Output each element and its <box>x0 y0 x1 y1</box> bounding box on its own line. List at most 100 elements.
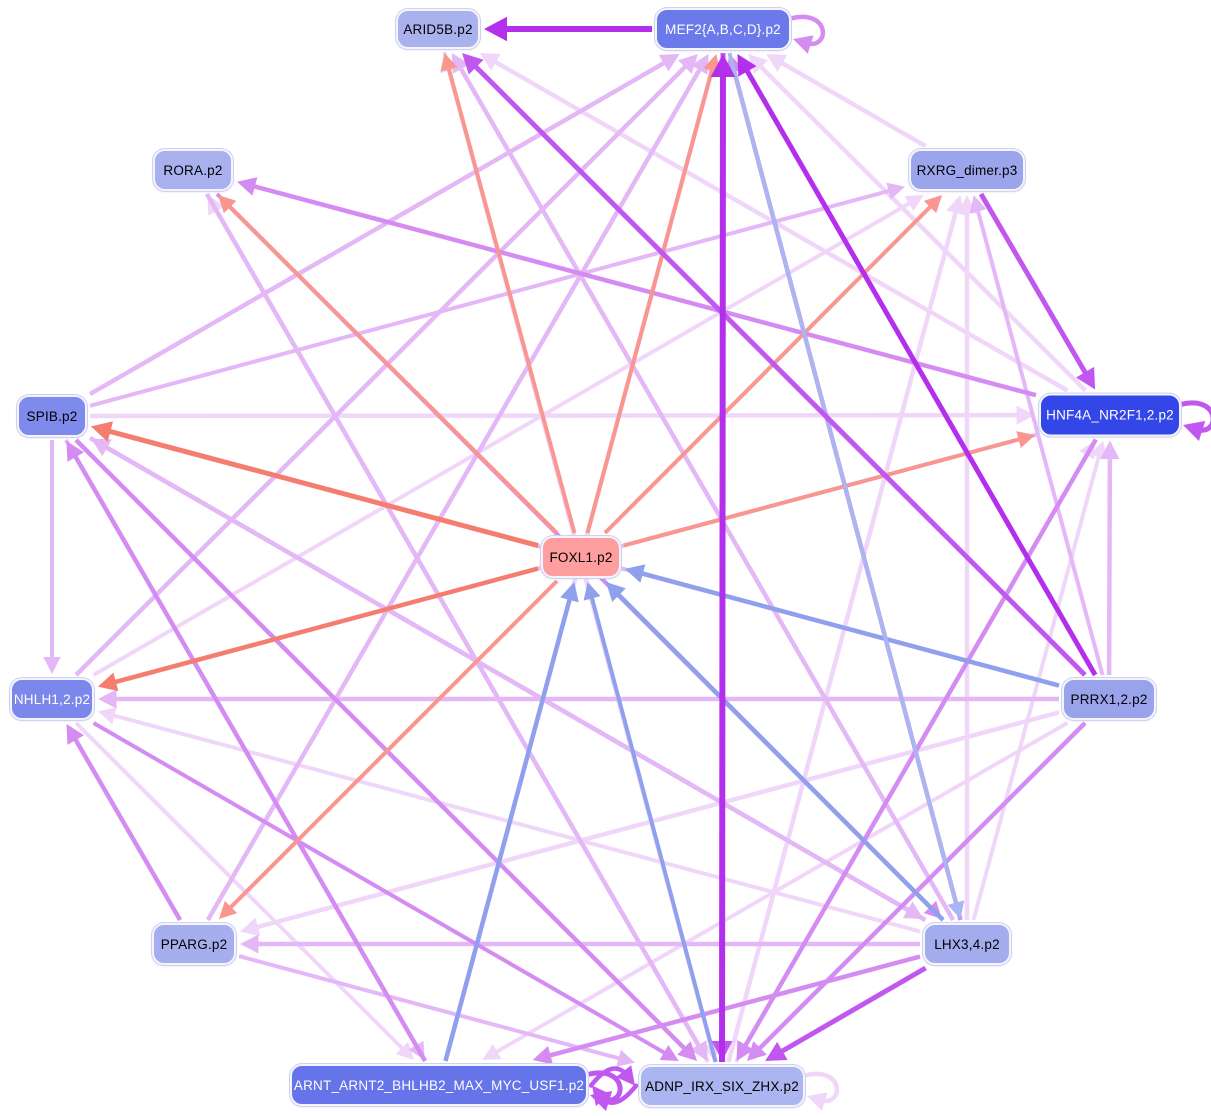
edge-arrowhead <box>66 441 85 462</box>
edge-HNF4A-RORA <box>248 182 1037 398</box>
edge-HNF4A-ADNP <box>740 438 1098 1051</box>
edge-PPARG-ADNP <box>238 954 625 1062</box>
edge-PRRX-ARNT <box>491 721 1069 1056</box>
node-FOXL1[interactable]: FOXL1.p2 <box>541 536 621 578</box>
edge-arrowhead <box>532 1045 553 1065</box>
edge-arrowhead <box>886 182 905 200</box>
edge-arrowhead <box>218 195 237 214</box>
edge-arrowhead <box>1075 366 1096 390</box>
edge-ADNP-RXRG <box>726 206 960 1063</box>
self-loop-MEF2 <box>786 14 826 47</box>
edge-SPIB-LHX3 <box>88 435 914 915</box>
edge-arrowhead <box>766 54 788 72</box>
node-LHX3[interactable]: LHX3,4.p2 <box>923 923 1011 965</box>
edge-arrowhead <box>678 54 698 74</box>
node-label: ADNP_IRX_SIX_ZHX.p2 <box>645 1078 799 1094</box>
self-loop-ARNT <box>583 1070 623 1103</box>
edge-LHX3-HNF4A <box>971 451 1102 921</box>
edge-LHX3-ARID5B <box>456 63 956 922</box>
edge-arrowhead <box>560 582 579 603</box>
node-SPIB[interactable]: SPIB.p2 <box>17 395 87 437</box>
node-ARNT[interactable]: ARNT_ARNT2_BHLHB2_MAX_MYC_USF1.p2 <box>290 1064 588 1106</box>
edge-RXRG-HNF4A <box>978 192 1091 379</box>
node-label: LHX3,4.p2 <box>934 936 1000 952</box>
node-PRRX[interactable]: PRRX1,2.p2 <box>1062 678 1156 720</box>
edge-LHX3-ADNP <box>775 965 927 1057</box>
edge-FOXL1-ARID5B <box>445 63 577 534</box>
edge-FOXL1-SPIB <box>103 427 539 548</box>
edge-HNF4A-MEF2 <box>755 61 1088 393</box>
node-label: NHLH1,2.p2 <box>13 691 91 707</box>
edge-arrowhead <box>659 1044 679 1061</box>
node-RORA[interactable]: RORA.p2 <box>153 149 233 191</box>
edge-arrowhead <box>451 53 470 74</box>
edge-ADNP-FOXL1 <box>588 592 718 1063</box>
edge-arrowhead <box>91 421 114 442</box>
edge-MEF2-LHX3 <box>727 52 960 909</box>
edge-arrowhead <box>237 177 258 196</box>
edge-arrowhead <box>219 900 238 919</box>
edge-arrowhead <box>902 901 924 919</box>
edge-arrowhead <box>765 1041 788 1061</box>
edge-arrowhead <box>479 53 501 71</box>
edge-FOXL1-RORA <box>225 201 559 535</box>
edge-ADNP-MEF2 <box>719 70 726 1063</box>
node-MEF2[interactable]: MEF2{A,B,C,D}.p2 <box>655 8 791 50</box>
edge-HNF4A-ARID5B <box>489 57 1069 393</box>
edge-arrowhead <box>969 195 987 214</box>
edge-arrowhead <box>904 195 924 212</box>
node-ARID5B[interactable]: ARID5B.p2 <box>396 9 480 49</box>
node-RXRG[interactable]: RXRG_dimer.p3 <box>909 149 1025 191</box>
node-label: RORA.p2 <box>163 162 223 178</box>
edge-arrowhead <box>462 53 484 75</box>
node-ADNP[interactable]: ADNP_IRX_SIX_ZHX.p2 <box>639 1065 805 1107</box>
edge-arrowhead <box>440 53 458 72</box>
edge-arrowhead <box>736 1040 755 1061</box>
edge-arrowhead <box>625 564 646 583</box>
edge-arrowhead <box>690 54 709 75</box>
edge-PRRX-HNF4A <box>1106 453 1113 676</box>
edge-SPIB-RXRG <box>89 187 895 408</box>
edge-PRRX-ADNP <box>754 721 1087 1054</box>
edge-arrowhead <box>605 582 626 602</box>
node-label: HNF4A_NR2F1,2.p2 <box>1046 407 1174 423</box>
edge-FOXL1-PPARG <box>226 579 559 912</box>
edge-arrowhead <box>1183 421 1206 442</box>
edge-FOXL1-HNF4A <box>623 436 1025 548</box>
self-loop-ADNP <box>800 1071 840 1104</box>
node-NHLH[interactable]: NHLH1,2.p2 <box>10 678 94 720</box>
edge-arrowhead <box>484 16 507 42</box>
node-label: ARID5B.p2 <box>403 21 473 37</box>
edge-NHLH-ADNP <box>92 721 670 1057</box>
edge-ARNT-FOXL1 <box>443 593 574 1062</box>
edge-LHX3-FOXL1 <box>613 589 945 922</box>
edge-NHLH-ARNT <box>74 721 407 1054</box>
edge-arrowhead <box>689 1040 708 1061</box>
edge-arrowhead <box>947 900 965 919</box>
edge-PRRX-FOXL1 <box>636 570 1060 688</box>
edge-arrowhead <box>807 1092 828 1111</box>
edge-arrowhead <box>1016 405 1035 425</box>
edge-PRRX-MEF2 <box>742 64 1098 677</box>
node-label: PPARG.p2 <box>160 936 228 952</box>
edge-arrowhead <box>66 724 85 745</box>
node-label: SPIB.p2 <box>26 408 78 424</box>
edge-SPIB-ADNP <box>74 438 690 1054</box>
edge-arrowhead <box>658 54 680 72</box>
node-PPARG[interactable]: PPARG.p2 <box>152 923 236 965</box>
node-HNF4A[interactable]: HNF4A_NR2F1,2.p2 <box>1039 393 1181 437</box>
edge-arrowhead <box>98 672 119 692</box>
edge-arrowhead <box>616 1065 635 1086</box>
edge-arrowhead <box>395 1041 414 1060</box>
edge-arrowhead <box>590 1091 613 1112</box>
edge-SPIB-MEF2 <box>88 58 670 397</box>
edge-LHX3-ARNT <box>544 954 921 1059</box>
node-label: ARNT_ARNT2_BHLHB2_MAX_MYC_USF1.p2 <box>293 1077 585 1093</box>
self-loop-HNF4A <box>1176 400 1211 433</box>
edge-arrowhead <box>482 1043 502 1060</box>
edge-RXRG-MEF2 <box>776 58 927 148</box>
edge-arrowhead <box>240 934 259 954</box>
edge-PPARG-NHLH <box>71 734 183 922</box>
